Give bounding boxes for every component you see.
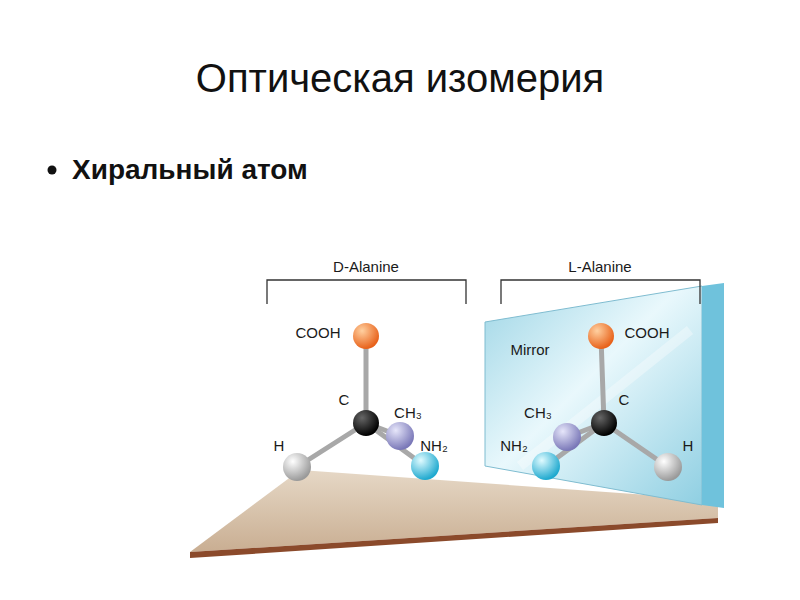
- l-alanine-model: [532, 323, 682, 481]
- group-label: CH₃: [394, 405, 422, 422]
- bracket: [267, 280, 700, 304]
- group-label: CH₃: [524, 405, 552, 422]
- bullet-text: Хиральный атом: [72, 155, 308, 186]
- molecule-name: D-Alanine: [333, 259, 399, 276]
- group-label: NH₂: [420, 438, 448, 455]
- molecule-name: L-Alanine: [568, 259, 631, 276]
- atom-label: C: [619, 392, 630, 409]
- atom-label: H: [683, 438, 694, 455]
- group-label: COOH: [625, 325, 670, 342]
- group-label: COOH: [296, 325, 341, 342]
- atom-label: H: [274, 438, 285, 455]
- bullet-dot: [48, 166, 57, 175]
- atom-label: C: [339, 392, 350, 409]
- slide-title: Оптическая изомерия: [196, 56, 604, 100]
- mirror-label: Mirror: [510, 342, 549, 359]
- mirror: [485, 283, 724, 508]
- d-alanine-model: [283, 323, 439, 481]
- group-label: NH₂: [500, 438, 528, 455]
